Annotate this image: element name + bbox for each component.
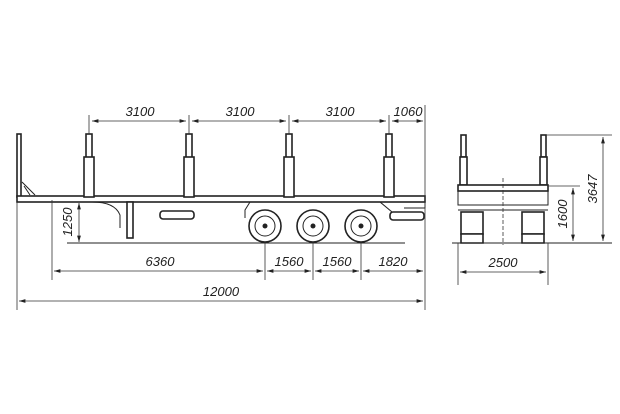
deck xyxy=(16,195,426,203)
dim-stake-2: 3100 xyxy=(226,104,256,119)
stake-spacing-dimension: 3100 3100 3100 1060 xyxy=(88,104,426,310)
overall-length-dimension: 12000 xyxy=(18,284,423,303)
deck-height-dimension: 1250 xyxy=(51,200,81,280)
toolbox xyxy=(159,210,195,220)
axle-dimensions: 6360 1560 1560 1820 xyxy=(16,202,423,310)
dim-stake-4: 1060 xyxy=(394,104,424,119)
dim-axle-2-3: 1560 xyxy=(323,254,353,269)
front-view: 3647 1600 2500 xyxy=(452,134,612,285)
wheels xyxy=(248,209,378,243)
dim-front-deck-height: 1600 xyxy=(555,199,570,229)
front-headboard xyxy=(16,133,22,198)
rear-toolbox xyxy=(389,211,425,221)
dim-axle-1-2: 1560 xyxy=(275,254,305,269)
dim-stake-3: 3100 xyxy=(326,104,356,119)
side-view: 3100 3100 3100 1060 1250 6360 1560 1560 … xyxy=(16,104,426,310)
dim-overall-length: 12000 xyxy=(203,284,240,299)
dim-deck-height: 1250 xyxy=(60,207,75,237)
stakes xyxy=(83,133,395,198)
dim-width: 2500 xyxy=(488,255,519,270)
dim-overall-height: 3647 xyxy=(585,174,600,204)
headboard-brace xyxy=(21,181,36,196)
landing-gear xyxy=(126,201,134,239)
dim-stake-1: 3100 xyxy=(126,104,156,119)
dim-rear-overhang: 1820 xyxy=(379,254,409,269)
dim-kingpin-axle: 6360 xyxy=(146,254,176,269)
